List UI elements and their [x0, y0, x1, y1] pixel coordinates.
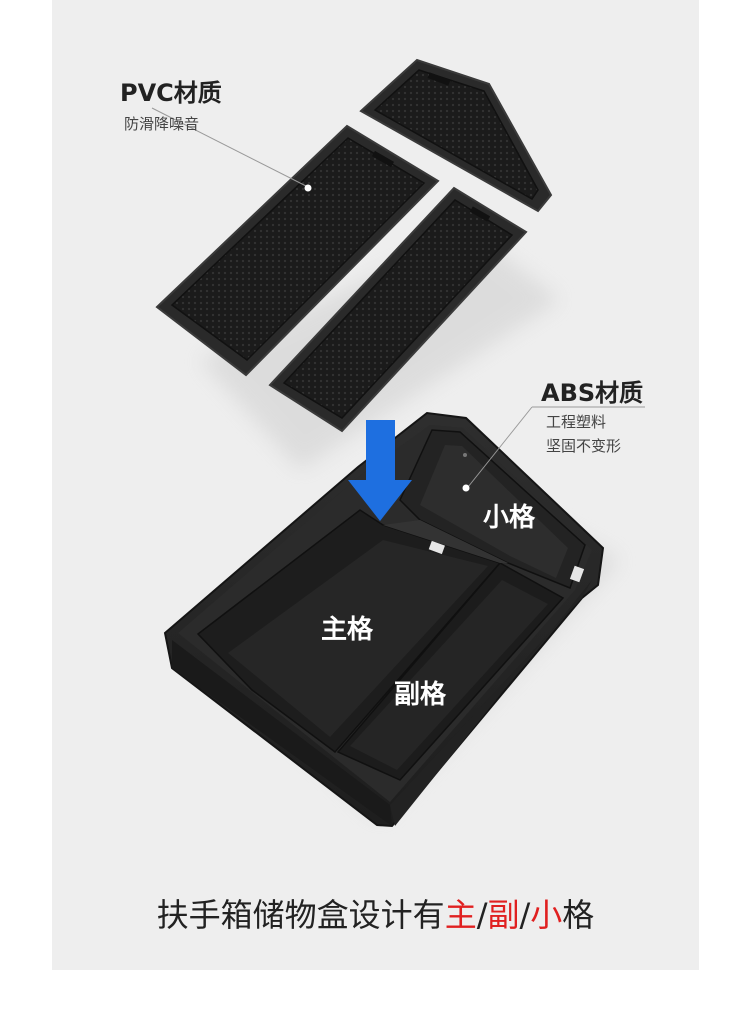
abs-leader-line [462, 406, 645, 492]
caption-sep2: / [519, 896, 531, 934]
down-arrow-icon [348, 420, 412, 521]
abs-callout-title: ABS材质 [541, 379, 644, 407]
compartment-label-secondary: 副格 [394, 680, 447, 710]
pvc-leader-line [151, 107, 312, 192]
caption-main: 主 [444, 896, 477, 934]
caption-secondary: 副 [487, 896, 520, 934]
caption: 扶手箱储物盒设计有主/副/小格 [52, 890, 699, 936]
storage-box [163, 411, 605, 828]
mat-middle [268, 186, 528, 433]
abs-callout-line1: 工程塑料 [546, 413, 607, 431]
mat-small [359, 58, 553, 213]
caption-sep1: / [476, 896, 488, 934]
caption-suffix: 格 [562, 896, 595, 934]
caption-prefix: 扶手箱储物盒设计有 [156, 896, 445, 934]
mat-large [155, 124, 440, 377]
abs-callout-line2: 坚固不变形 [546, 437, 622, 455]
compartment-label-small: 小格 [483, 503, 536, 533]
caption-small: 小 [530, 896, 563, 934]
pvc-callout-subtitle: 防滑降噪音 [124, 115, 200, 133]
pvc-callout-title: PVC材质 [120, 79, 222, 107]
compartment-label-main: 主格 [321, 615, 374, 645]
